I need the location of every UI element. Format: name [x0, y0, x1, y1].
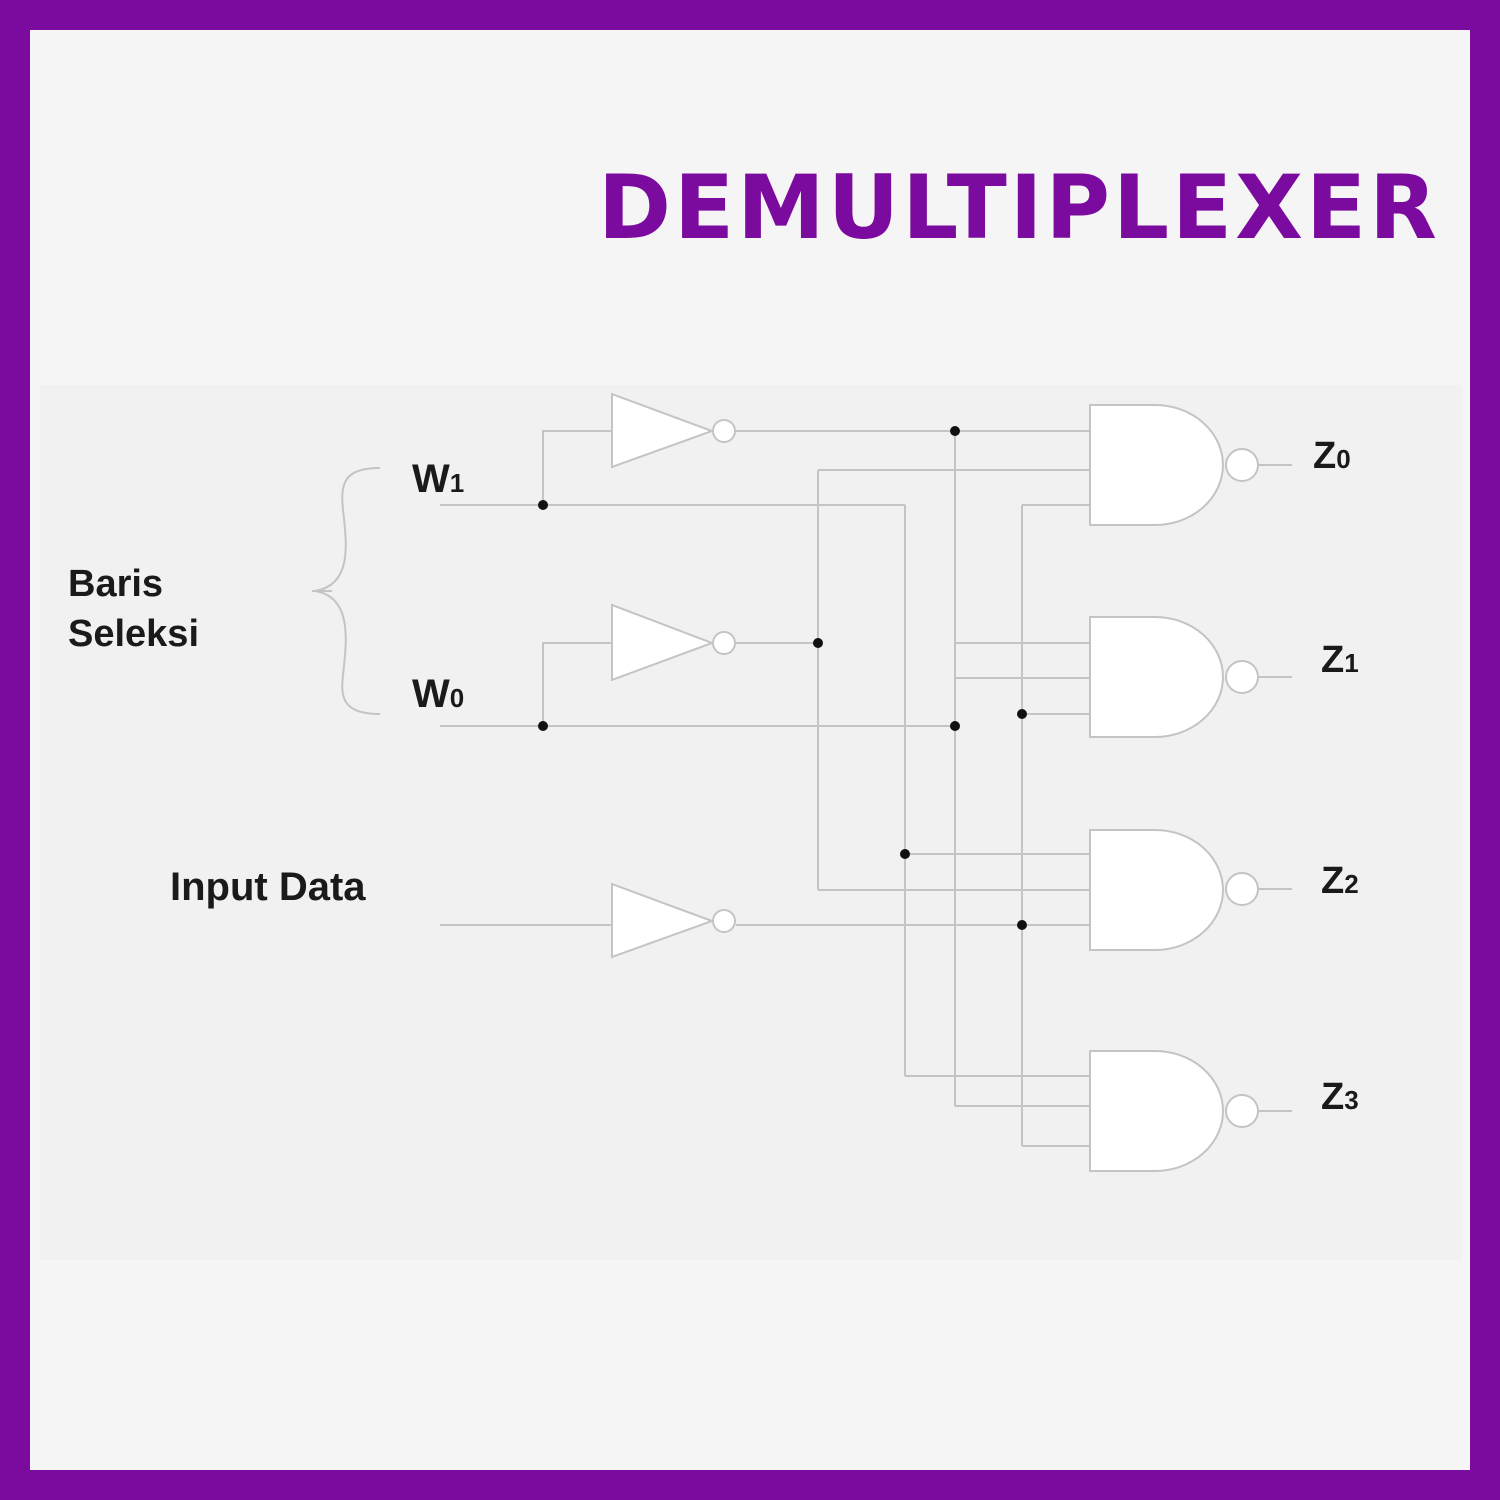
selection-label-line2: Seleksi [68, 613, 199, 655]
junction-dot [950, 426, 960, 436]
w1-label: W1 [412, 457, 464, 501]
output-label-z1: Z1 [1321, 639, 1359, 681]
output-label-z0: Z0 [1313, 435, 1351, 477]
selection-label-line1: Baris [68, 563, 163, 605]
junction-dot [1017, 920, 1027, 930]
nand-gate-z0 [1089, 404, 1292, 526]
w1-inverter-tap [542, 430, 612, 505]
nand-gate-z1 [1089, 616, 1292, 738]
output-label-z3: Z3 [1321, 1076, 1359, 1118]
nand-gate-z2 [1089, 829, 1292, 951]
not-gate-w0 [611, 603, 736, 682]
not-gate-w1 [611, 392, 736, 469]
junction-dot [900, 849, 910, 859]
not-gate-input-data [611, 882, 736, 959]
output-label-z2: Z2 [1321, 860, 1359, 902]
junction-dot [1017, 709, 1027, 719]
w0-inverter-tap [542, 642, 612, 726]
page-title: DEMULTIPLEXER [598, 156, 1440, 259]
nand-gate-z3 [1089, 1050, 1292, 1172]
junction-dot [538, 721, 548, 731]
junction-dot [813, 638, 823, 648]
junction-dot [538, 500, 548, 510]
diagram-background [40, 385, 1462, 1260]
w0-label: W0 [412, 672, 464, 716]
input-data-label: Input Data [170, 865, 366, 909]
junction-dot [950, 721, 960, 731]
